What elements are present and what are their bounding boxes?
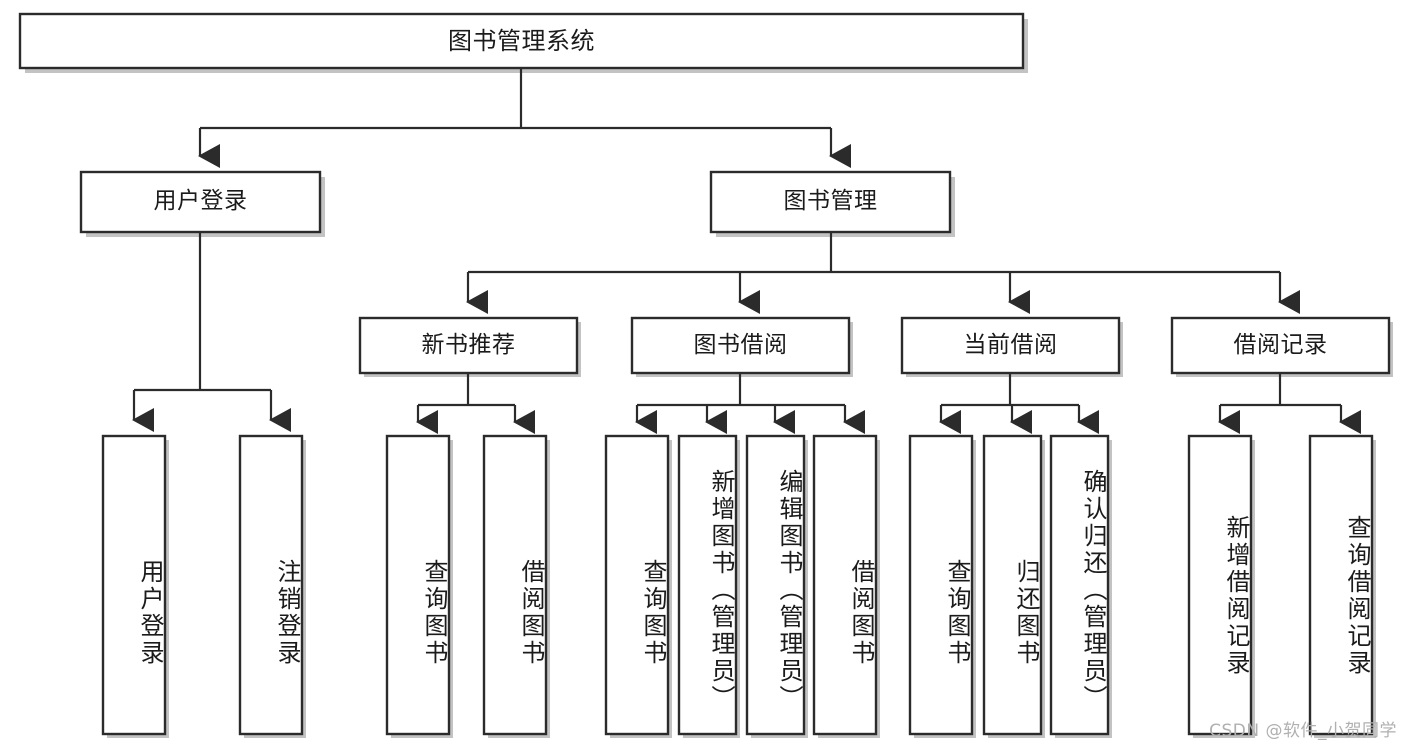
- leaf-box-9[interactable]: [982, 434, 1043, 736]
- leaf-box-8[interactable]: [908, 434, 974, 736]
- leaf-box-3[interactable]: [482, 434, 548, 736]
- node-boxes: [18, 12, 1393, 738]
- leaf-box-2[interactable]: [385, 434, 451, 736]
- leaf-box-11[interactable]: [1187, 434, 1253, 736]
- leaf-box-5[interactable]: [677, 434, 738, 736]
- leaf-box-6[interactable]: [745, 434, 806, 736]
- leaf-box-10[interactable]: [1049, 434, 1110, 736]
- level1-box-user-login[interactable]: [79, 170, 322, 234]
- level2-box-new-book[interactable]: [358, 316, 579, 375]
- leaf-box-7[interactable]: [812, 434, 878, 736]
- leaf-box-0[interactable]: [101, 434, 167, 736]
- level2-box-record[interactable]: [1170, 316, 1391, 375]
- level2-box-borrow[interactable]: [630, 316, 851, 375]
- leaf-box-12[interactable]: [1308, 434, 1374, 736]
- level2-box-current[interactable]: [900, 316, 1121, 375]
- root-box[interactable]: [18, 12, 1025, 70]
- connector-lines: [131, 68, 1362, 435]
- level1-box-book-mgmt[interactable]: [709, 170, 952, 234]
- watermark-text: CSDN @软件_小贺同学: [1209, 721, 1397, 741]
- leaf-box-4[interactable]: [604, 434, 670, 736]
- leaf-box-1[interactable]: [238, 434, 304, 736]
